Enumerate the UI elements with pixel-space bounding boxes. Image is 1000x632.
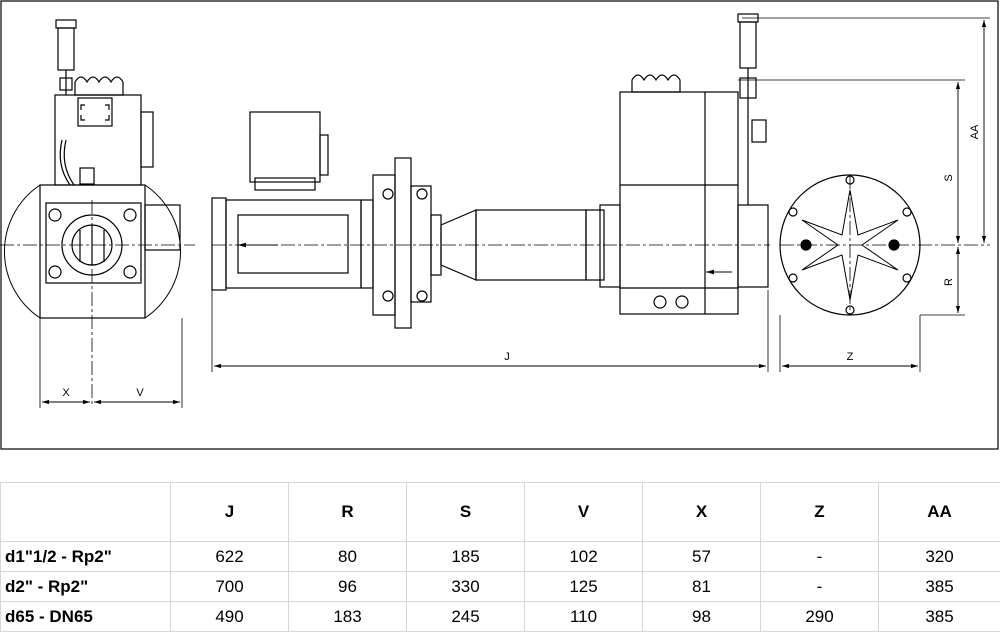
table-corner-cell	[1, 483, 171, 542]
table-cell: 290	[761, 602, 879, 632]
column-header: AA	[879, 483, 1000, 542]
table-cell: 57	[643, 542, 761, 572]
column-header: X	[643, 483, 761, 542]
table-row: d65 - DN65 490 183 245 110 98 290 385	[1, 602, 1000, 632]
table-cell: 96	[289, 572, 407, 602]
table-header-row: J R S V X Z AA	[1, 483, 1000, 542]
table-cell: 700	[171, 572, 289, 602]
column-header: Z	[761, 483, 879, 542]
dim-s-label: S	[943, 174, 955, 181]
table-cell: 98	[643, 602, 761, 632]
table-cell: 245	[407, 602, 525, 632]
table-cell: -	[761, 572, 879, 602]
row-label: d65 - DN65	[1, 602, 171, 632]
column-header: R	[289, 483, 407, 542]
drawing-frame	[1, 1, 998, 449]
dim-z-label: Z	[847, 351, 854, 363]
dimension-table: J R S V X Z AA d1"1/2 - Rp2" 622 80 185 …	[0, 482, 1000, 632]
table-cell: 81	[643, 572, 761, 602]
table-cell: 622	[171, 542, 289, 572]
row-label: d1"1/2 - Rp2"	[1, 542, 171, 572]
table-row: d1"1/2 - Rp2" 622 80 185 102 57 - 320	[1, 542, 1000, 572]
table-cell: 125	[525, 572, 643, 602]
table-cell: -	[761, 542, 879, 572]
table-cell: 490	[171, 602, 289, 632]
table-cell: 330	[407, 572, 525, 602]
table-cell: 320	[879, 542, 1000, 572]
table-cell: 102	[525, 542, 643, 572]
table-cell: 183	[289, 602, 407, 632]
table-cell: 385	[879, 572, 1000, 602]
table-cell: 385	[879, 602, 1000, 632]
dim-j-label: J	[504, 351, 510, 363]
table-cell: 185	[407, 542, 525, 572]
dim-x-label: X	[62, 387, 70, 399]
dim-r-label: R	[943, 278, 955, 286]
column-header: V	[525, 483, 643, 542]
row-label: d2" - Rp2"	[1, 572, 171, 602]
dim-v-label: V	[136, 387, 144, 399]
technical-drawing: X V	[0, 0, 1000, 452]
table-row: d2" - Rp2" 700 96 330 125 81 - 385	[1, 572, 1000, 602]
dim-aa-label: AA	[969, 124, 981, 139]
column-header: J	[171, 483, 289, 542]
column-header: S	[407, 483, 525, 542]
table-cell: 80	[289, 542, 407, 572]
table-cell: 110	[525, 602, 643, 632]
